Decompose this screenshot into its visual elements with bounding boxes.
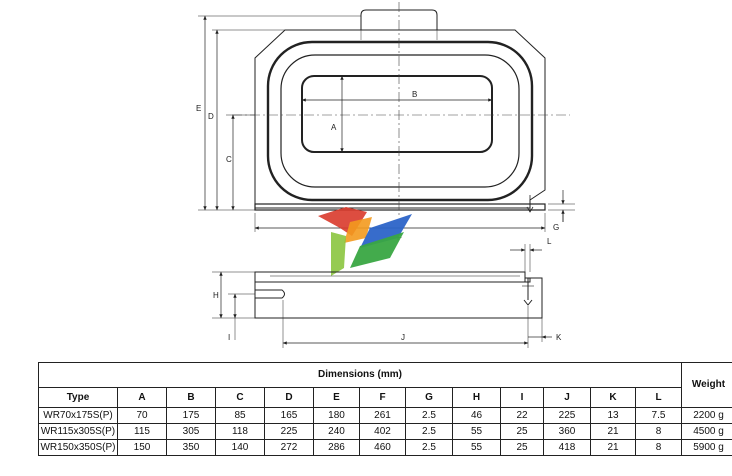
cell-a: 70: [117, 407, 167, 424]
column-header-e: E: [313, 387, 360, 408]
inner-window: [301, 75, 493, 153]
column-header-l: L: [635, 387, 682, 408]
column-header-k: K: [590, 387, 636, 408]
brand-logo-icon: [318, 207, 412, 276]
label-A: A: [331, 123, 337, 132]
label-D: D: [208, 112, 214, 121]
cell-f: 261: [359, 407, 406, 424]
cell-h: 55: [452, 423, 501, 440]
cell-g: 2.5: [405, 439, 453, 456]
label-G: G: [553, 223, 559, 232]
cell-d: 272: [264, 439, 314, 456]
cell-i: 25: [500, 439, 544, 456]
side-view: [254, 271, 543, 319]
label-B: B: [412, 90, 417, 99]
cell-j: 225: [543, 407, 591, 424]
cell-h: 55: [452, 439, 501, 456]
cell-weight: 4500 g: [681, 423, 732, 440]
cell-d: 165: [264, 407, 314, 424]
label-J: J: [401, 333, 405, 342]
cell-type: WR115x305S(P): [38, 423, 118, 440]
cell-g: 2.5: [405, 423, 453, 440]
column-header-i: I: [500, 387, 544, 408]
cell-b: 350: [166, 439, 216, 456]
side-view-dimensions: [212, 244, 552, 348]
dimensions-group-header: Dimensions (mm): [38, 362, 682, 388]
cell-e: 240: [313, 423, 360, 440]
cell-k: 21: [590, 423, 636, 440]
cell-f: 402: [359, 423, 406, 440]
cell-c: 118: [215, 423, 265, 440]
cell-l: 7.5: [635, 407, 682, 424]
cell-j: 360: [543, 423, 591, 440]
cell-type: WR150x350S(P): [38, 439, 118, 456]
top-view: [232, 2, 570, 215]
technical-drawing: E D C B A F G: [196, 2, 575, 348]
label-C: C: [226, 155, 232, 164]
cell-j: 418: [543, 439, 591, 456]
cell-type: WR70x175S(P): [38, 407, 118, 424]
column-header-c: C: [215, 387, 265, 408]
cell-b: 305: [166, 423, 216, 440]
top-body-outline: [254, 29, 546, 209]
cell-e: 286: [313, 439, 360, 456]
column-header-f: F: [359, 387, 406, 408]
cell-i: 22: [500, 407, 544, 424]
side-body: [254, 277, 543, 319]
cell-k: 21: [590, 439, 636, 456]
cell-e: 180: [313, 407, 360, 424]
side-top-plate: [254, 271, 526, 283]
label-E: E: [196, 104, 201, 113]
label-K: K: [556, 333, 562, 342]
column-header-d: D: [264, 387, 314, 408]
cell-l: 8: [635, 423, 682, 440]
side-slot: [255, 289, 285, 299]
cell-c: 140: [215, 439, 265, 456]
column-header-g: G: [405, 387, 453, 408]
cell-h: 46: [452, 407, 501, 424]
cell-l: 8: [635, 439, 682, 456]
cell-d: 225: [264, 423, 314, 440]
column-header-type: Type: [38, 387, 118, 408]
top-base-plate: [254, 203, 546, 211]
cell-a: 115: [117, 423, 167, 440]
cell-g: 2.5: [405, 407, 453, 424]
cell-k: 13: [590, 407, 636, 424]
outer-ring: [266, 40, 534, 202]
column-header-j: J: [543, 387, 591, 408]
cell-c: 85: [215, 407, 265, 424]
cell-f: 460: [359, 439, 406, 456]
label-I: I: [228, 333, 230, 342]
label-L: L: [547, 237, 552, 246]
cell-i: 25: [500, 423, 544, 440]
column-header-a: A: [117, 387, 167, 408]
column-header-b: B: [166, 387, 216, 408]
cell-a: 150: [117, 439, 167, 456]
cell-b: 175: [166, 407, 216, 424]
top-screw-mark: [526, 195, 534, 213]
cell-weight: 2200 g: [681, 407, 732, 424]
weight-header: Weight: [681, 362, 732, 408]
cell-weight: 5900 g: [681, 439, 732, 456]
column-header-h: H: [452, 387, 501, 408]
label-H: H: [213, 291, 219, 300]
